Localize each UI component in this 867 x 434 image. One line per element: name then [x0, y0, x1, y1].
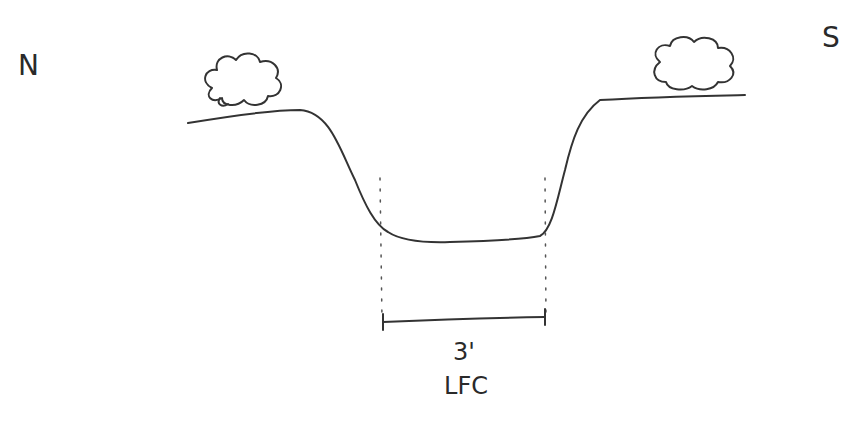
- extension-line-right: [545, 178, 546, 318]
- north-label: N: [18, 52, 39, 80]
- dimension-tick-left: [382, 314, 384, 330]
- shrub-right: [654, 37, 733, 89]
- shrub-left-base: [219, 98, 228, 106]
- dimension-value: 3': [453, 340, 475, 364]
- ground-profile: [188, 95, 745, 242]
- dimension-tick-right: [544, 309, 546, 325]
- extension-line-left: [380, 178, 382, 320]
- channel-label: LFC: [444, 374, 488, 398]
- south-label: S: [822, 24, 840, 52]
- dimension-line: [383, 317, 545, 322]
- shrub-left: [205, 53, 281, 105]
